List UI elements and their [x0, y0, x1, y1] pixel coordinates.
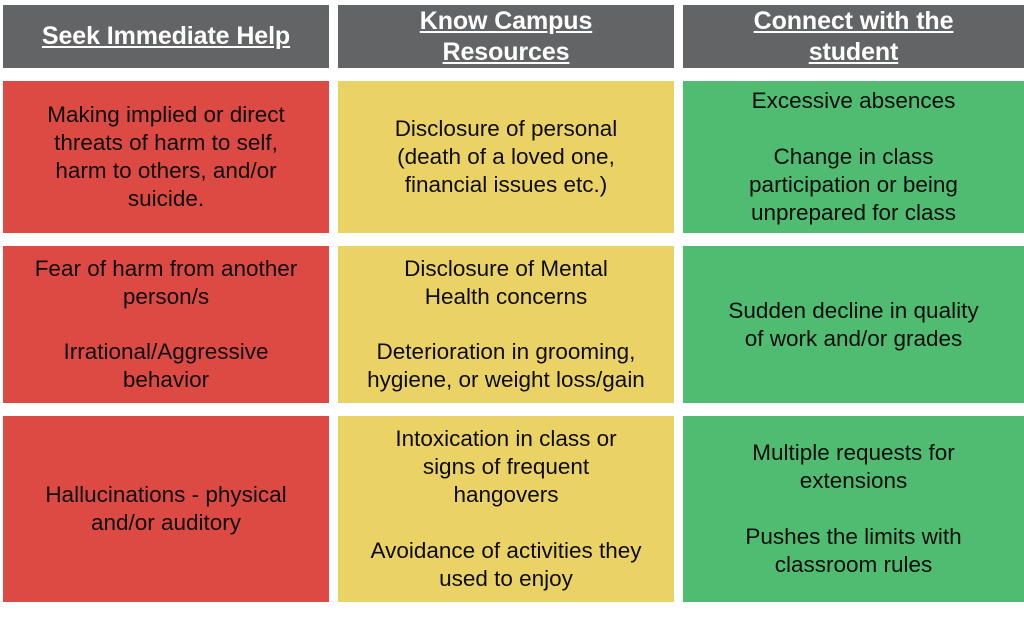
cell-paragraph: Hallucinations - physical and/or auditor… [45, 482, 287, 535]
header-cell-wrapper-1: Seek Immediate Help [0, 4, 334, 80]
column-header-label: Know Campus Resources [419, 7, 593, 66]
column-header-label: Connect with the student [753, 7, 954, 66]
cell-paragraph: Excessive absences [751, 88, 956, 114]
table-cell-green-row2: Sudden decline in quality of work and/or… [683, 246, 1024, 403]
table-cell-wrapper: Intoxication in class or signs of freque… [334, 415, 680, 602]
cell-paragraph: Intoxication in class or signs of freque… [395, 426, 617, 508]
table-cell-yellow-row1: Disclosure of personal (death of a loved… [338, 81, 674, 233]
table-cell-yellow-row2: Disclosure of Mental Health concerns Det… [338, 246, 674, 403]
table-cell-wrapper: Multiple requests for extensions Pushes … [680, 415, 1024, 602]
table-cell-wrapper: Excessive absences Change in class parti… [680, 80, 1024, 245]
table-cell-green-row1: Excessive absences Change in class parti… [683, 81, 1024, 233]
table-cell-red-row1: Making implied or direct threats of harm… [3, 81, 329, 233]
cell-paragraph: Sudden decline in quality of work and/or… [728, 297, 979, 351]
column-header-connect-with-the-student: Connect with the student [683, 5, 1024, 68]
table-cell-wrapper: Disclosure of personal (death of a loved… [334, 80, 680, 245]
cell-paragraph: Making implied or direct threats of harm… [47, 102, 285, 211]
cell-paragraph: Fear of harm from another person/s [34, 255, 298, 309]
table-cell-red-row2: Fear of harm from another person/s Irrat… [3, 246, 329, 403]
column-header-seek-immediate-help: Seek Immediate Help [3, 5, 329, 68]
cell-paragraph: Disclosure of Mental Health concerns [404, 255, 608, 309]
cell-paragraph: Deterioration in grooming, hygiene, or w… [367, 339, 645, 393]
table-cell-red-row3: Hallucinations - physical and/or auditor… [3, 416, 329, 602]
cell-paragraph: Irrational/Aggressive behavior [63, 339, 269, 393]
cell-paragraph: Multiple requests for extensions [752, 440, 955, 494]
cell-paragraph: Avoidance of activities they used to enj… [370, 537, 642, 591]
table-cell-green-row3: Multiple requests for extensions Pushes … [683, 416, 1024, 602]
header-cell-wrapper-3: Connect with the student [680, 4, 1024, 80]
header-cell-wrapper-2: Know Campus Resources [334, 4, 680, 80]
table-cell-wrapper: Sudden decline in quality of work and/or… [680, 245, 1024, 415]
column-header-know-campus-resources: Know Campus Resources [338, 5, 674, 68]
table-cell-wrapper: Fear of harm from another person/s Irrat… [0, 245, 334, 415]
table-cell-wrapper: Disclosure of Mental Health concerns Det… [334, 245, 680, 415]
column-header-label: Seek Immediate Help [41, 22, 291, 51]
cell-paragraph: Change in class participation or being u… [749, 144, 958, 225]
cell-paragraph: Disclosure of personal (death of a loved… [394, 116, 618, 197]
table-cell-wrapper: Hallucinations - physical and/or auditor… [0, 415, 334, 602]
table-cell-yellow-row3: Intoxication in class or signs of freque… [338, 416, 674, 602]
cell-paragraph: Pushes the limits with classroom rules [745, 523, 962, 577]
table-cell-wrapper: Making implied or direct threats of harm… [0, 80, 334, 245]
